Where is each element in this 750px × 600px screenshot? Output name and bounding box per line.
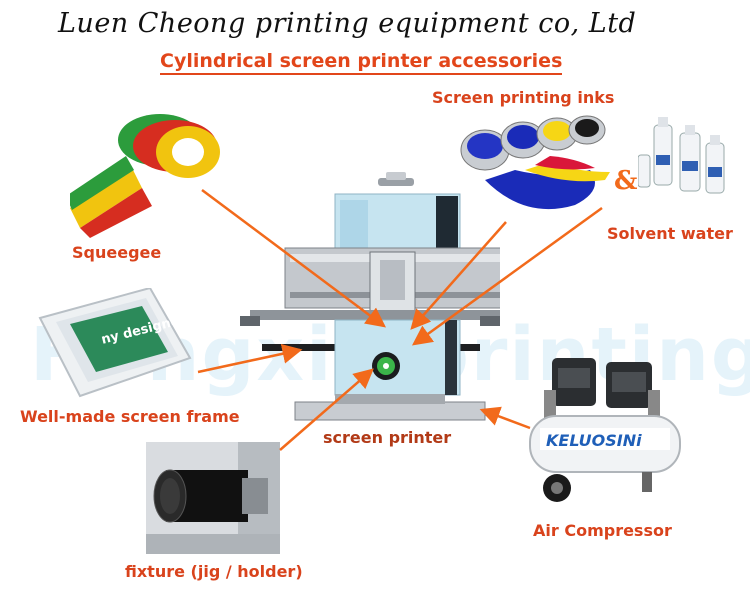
screen-printing-inks-image [460, 115, 610, 210]
squeegee-label: Squeegee [72, 243, 162, 262]
fixture-label: fixture (jig / holder) [125, 562, 303, 581]
screen-frame-label: Well-made screen frame [20, 407, 240, 426]
screen-frame-image: ny designed [38, 288, 192, 398]
arrow-solvent [411, 206, 603, 346]
arrow-squeegee [201, 188, 387, 328]
screen-printer-image [240, 172, 500, 421]
company-title: Luen Cheong printing equipment co, Ltd [58, 8, 637, 39]
arrow-inks [410, 221, 507, 330]
arrow-compressor [479, 406, 531, 430]
squeegee-image [70, 114, 220, 238]
ampersand: & [614, 166, 638, 196]
diagram-subtitle: Cylindrical screen printer accessories [160, 50, 563, 75]
compressor-brand: KELUOSINi [546, 431, 642, 450]
arrow-fixture [279, 368, 374, 451]
solvent-water-image [638, 117, 725, 194]
inks-label: Screen printing inks [432, 88, 615, 107]
air-compressor-label: Air Compressor [533, 521, 672, 540]
solvent-water-label: Solvent water [607, 224, 733, 243]
air-compressor-image: KELUOSINi [529, 358, 681, 502]
arrow-frame [197, 343, 303, 374]
fixture-image [146, 442, 280, 554]
screen-printer-label: screen printer [323, 428, 452, 447]
